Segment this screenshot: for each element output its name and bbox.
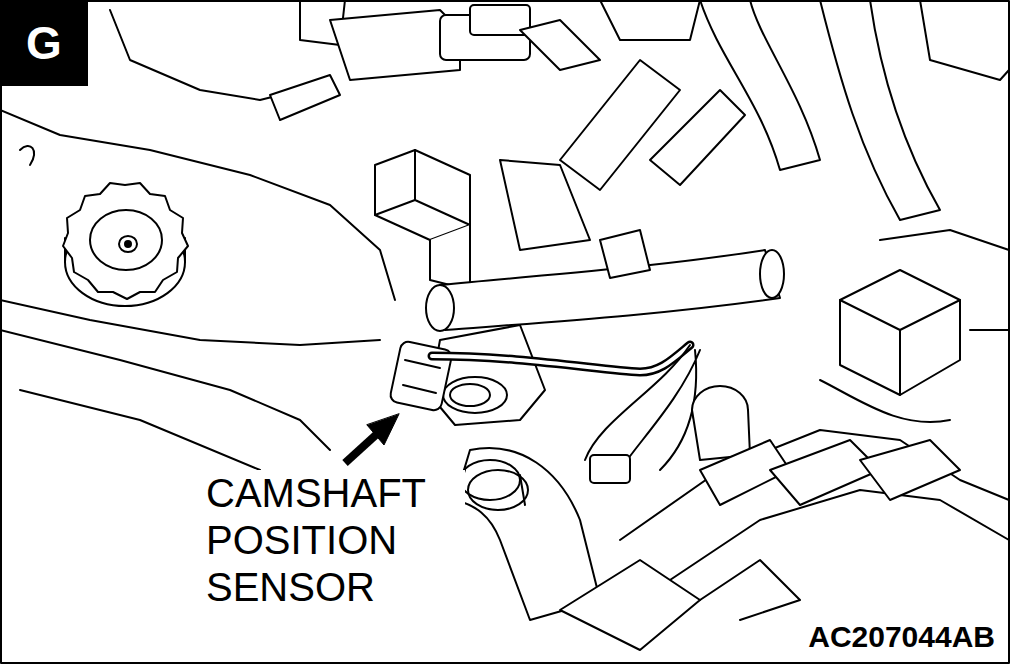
figure-code: AC207044AB [805,620,998,654]
section-letter: G [26,20,62,66]
section-letter-box: G [0,0,88,86]
part-name: CAMSHAFT POSITION SENSOR [203,470,465,611]
